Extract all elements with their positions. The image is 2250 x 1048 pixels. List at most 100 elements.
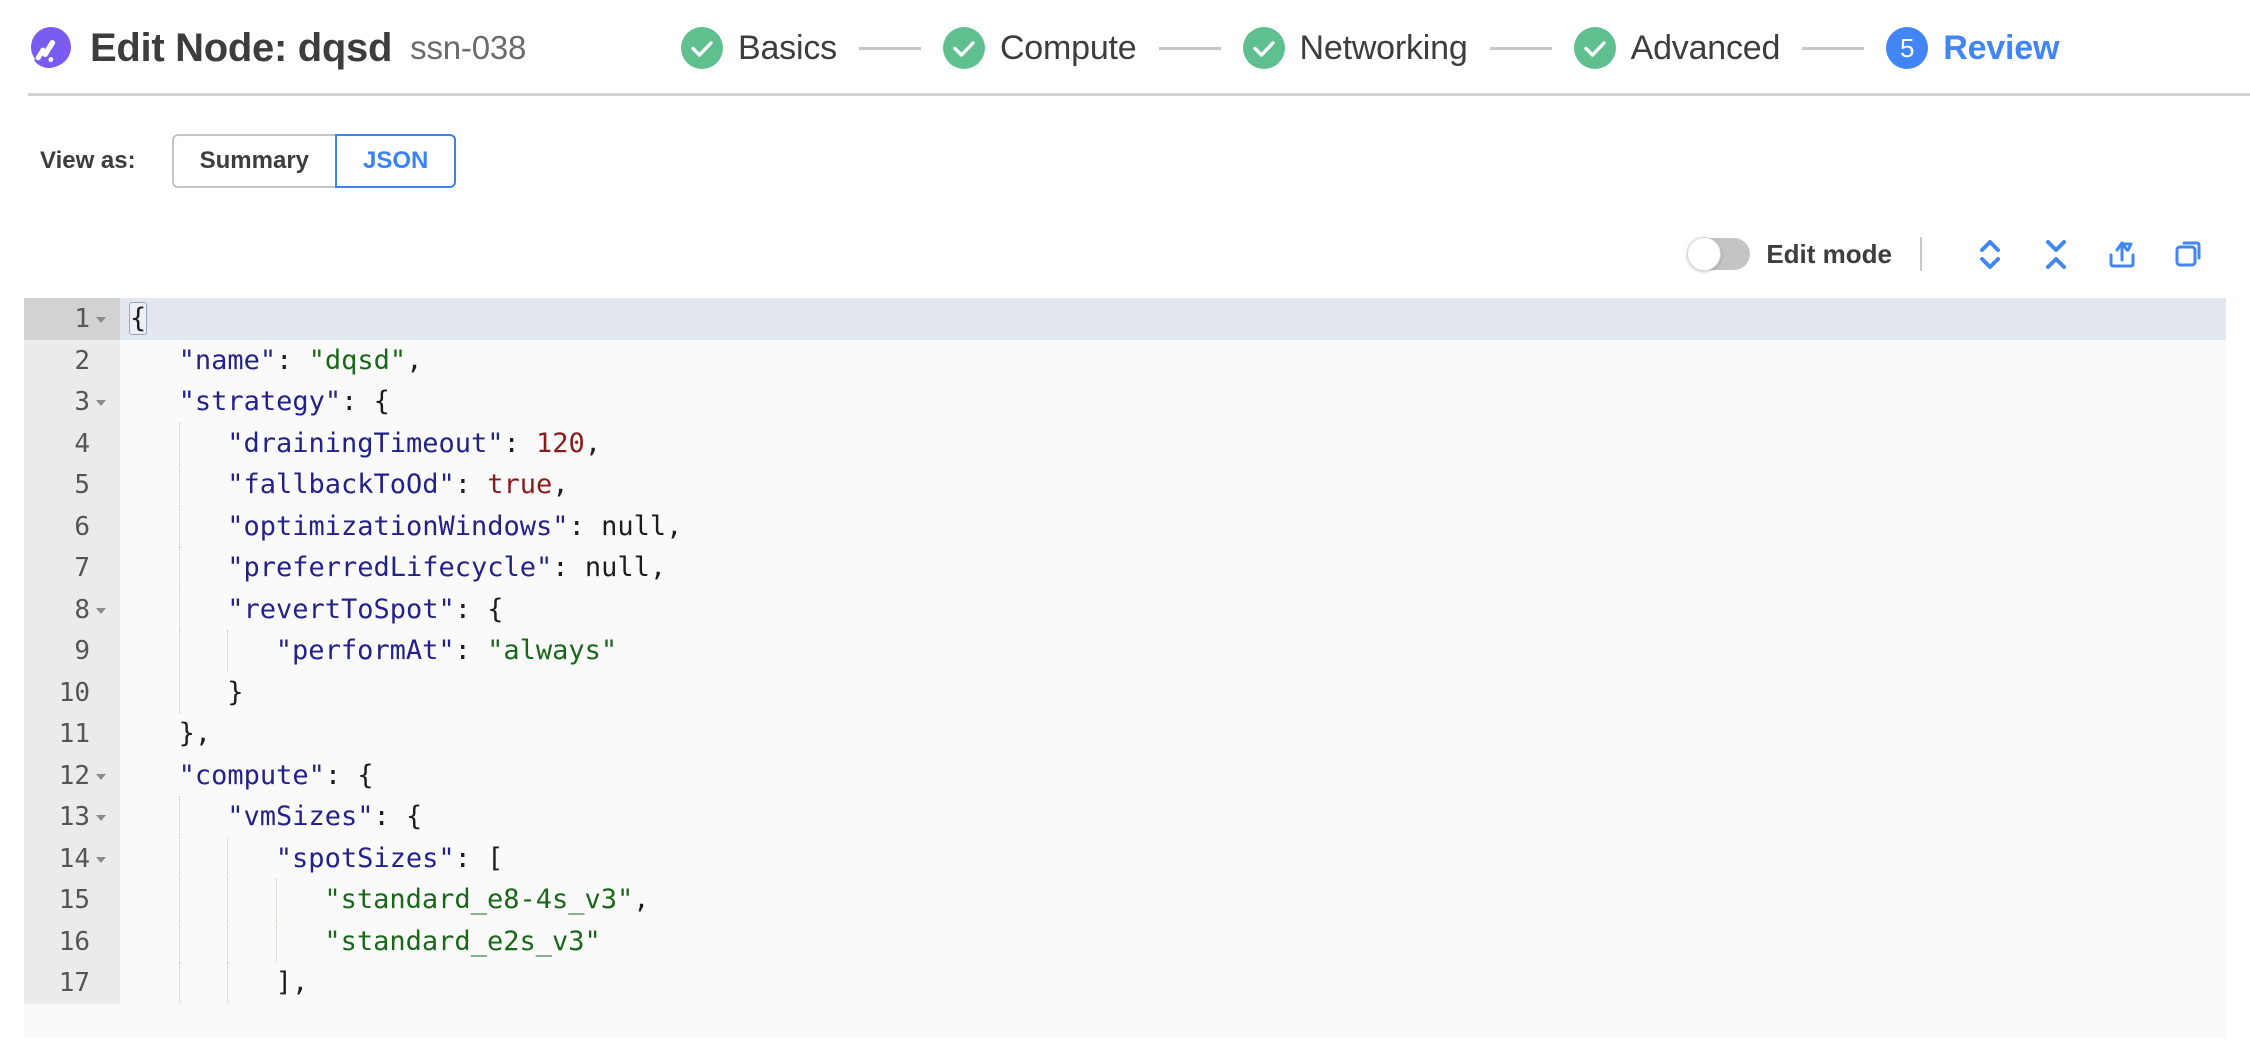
code-content[interactable]: "name": "dqsd", <box>120 340 2226 382</box>
code-line[interactable]: 3 "strategy": { <box>24 381 2226 423</box>
line-number: 3 <box>74 387 90 418</box>
code-line[interactable]: 6 "optimizationWindows": null, <box>24 505 2226 548</box>
code-line[interactable]: 7 "preferredLifecycle": null, <box>24 547 2226 589</box>
toolbar-divider <box>1920 237 1922 272</box>
code-line[interactable]: 12 "compute": { <box>24 754 2226 797</box>
step-review[interactable]: 5 Review <box>1886 27 2059 69</box>
fold-toggle-icon[interactable] <box>90 603 112 617</box>
code-content[interactable]: }, <box>120 713 2226 755</box>
code-line[interactable]: 10} <box>24 671 2226 714</box>
step-compute[interactable]: Compute <box>942 27 1137 69</box>
code-line[interactable]: 1{ <box>24 298 2226 340</box>
header-divider <box>28 93 2250 96</box>
code-content[interactable]: "preferredLifecycle": null, <box>120 547 2226 589</box>
code-content[interactable]: "vmSizes": { <box>120 796 2226 838</box>
expand-all-icon[interactable] <box>1966 232 2014 276</box>
code-content[interactable]: "standard_e8-4s_v3", <box>120 879 2226 921</box>
line-number: 16 <box>58 926 90 957</box>
line-number: 12 <box>58 760 90 791</box>
code-text: } <box>130 672 243 714</box>
fold-toggle-icon[interactable] <box>90 852 112 866</box>
token-str: "standard_e8-4s_v3" <box>324 884 634 916</box>
code-content[interactable]: { <box>120 298 2226 340</box>
token-punc: ], <box>275 967 309 999</box>
code-content[interactable]: "strategy": { <box>120 381 2226 423</box>
step-number-badge: 5 <box>1886 27 1929 69</box>
code-line[interactable]: 13"vmSizes": { <box>24 796 2226 838</box>
line-number: 2 <box>74 345 90 376</box>
fold-toggle-icon[interactable] <box>90 395 112 409</box>
code-content[interactable]: "fallbackToOd": true, <box>120 464 2226 506</box>
fold-toggle-icon[interactable] <box>90 312 112 326</box>
spot-logo-icon <box>26 25 72 71</box>
code-content[interactable]: } <box>120 671 2226 714</box>
code-content[interactable]: "spotSizes": [ <box>120 837 2226 880</box>
code-content[interactable]: "revertToSpot": { <box>120 588 2226 631</box>
code-line[interactable]: 14"spotSizes": [ <box>24 837 2226 880</box>
code-line[interactable]: 15 "standard_e8-4s_v3", <box>24 879 2226 921</box>
code-line[interactable]: 16 "standard_e2s_v3" <box>24 920 2226 963</box>
token-punc: : { <box>324 759 374 791</box>
code-line[interactable]: 11}, <box>24 713 2226 755</box>
line-gutter: 12 <box>24 754 120 797</box>
token-punc: : <box>454 469 488 501</box>
code-content[interactable]: "standard_e2s_v3" <box>120 920 2226 963</box>
view-as-option-json[interactable]: JSON <box>335 134 457 189</box>
code-line[interactable]: 8"revertToSpot": { <box>24 588 2226 631</box>
code-line[interactable]: 17], <box>24 962 2226 1004</box>
token-key: "fallbackToOd" <box>227 469 455 501</box>
line-number: 11 <box>58 719 90 750</box>
token-punc: , <box>406 344 423 376</box>
step-connector <box>858 46 921 50</box>
json-editor[interactable]: 1{2"name": "dqsd",3"strategy": {4"draini… <box>24 298 2226 1039</box>
code-line[interactable]: 5"fallbackToOd": true, <box>24 464 2226 506</box>
fold-toggle-icon[interactable] <box>90 769 112 783</box>
copy-icon[interactable] <box>2164 232 2212 276</box>
line-number: 7 <box>74 553 90 584</box>
code-line[interactable]: 2 "name": "dqsd", <box>24 339 2226 382</box>
edit-mode-toggle[interactable] <box>1687 237 1751 272</box>
line-gutter: 7 <box>24 547 120 589</box>
step-advanced[interactable]: Advanced <box>1573 27 1780 69</box>
token-punc: , <box>584 427 602 459</box>
page-header: Edit Node: dqsd ssn-038 Basics Compute Net… <box>0 0 2250 96</box>
step-number: 5 <box>1899 33 1915 63</box>
code-content[interactable]: "compute": { <box>120 755 2226 797</box>
code-content[interactable]: "optimizationWindows": null, <box>120 505 2226 548</box>
check-icon <box>942 27 985 69</box>
step-connector <box>1158 46 1221 50</box>
collapse-all-icon[interactable] <box>2032 232 2080 276</box>
code-line[interactable]: 4"drainingTimeout": 120, <box>24 422 2226 465</box>
check-icon <box>681 27 723 69</box>
line-gutter: 13 <box>24 796 120 838</box>
line-number: 6 <box>74 511 90 542</box>
fold-toggle-icon[interactable] <box>90 810 112 824</box>
line-gutter: 1 <box>24 298 120 340</box>
code-content[interactable]: "drainingTimeout": 120, <box>120 422 2226 465</box>
view-as-row: View as: Summary JSON <box>0 96 2250 189</box>
token-str: "dqsd" <box>308 344 407 376</box>
code-line[interactable]: 9"performAt": "always" <box>24 630 2226 672</box>
line-number: 15 <box>58 885 90 916</box>
export-icon[interactable] <box>2098 232 2146 276</box>
token-str: "standard_e2s_v3" <box>324 925 601 957</box>
view-as-option-summary[interactable]: Summary <box>171 134 338 189</box>
code-text: "name": "dqsd", <box>130 340 423 382</box>
token-punc: : <box>568 510 602 542</box>
step-networking[interactable]: Networking <box>1242 27 1468 69</box>
token-punc: : <box>454 635 488 667</box>
token-punc: } <box>227 676 244 708</box>
view-as-segmented-control[interactable]: Summary JSON <box>171 134 457 189</box>
step-label: Review <box>1943 28 2060 67</box>
title-block: Edit Node: dqsd ssn-038 <box>26 25 681 71</box>
token-punc: }, <box>178 718 212 750</box>
step-basics[interactable]: Basics <box>681 27 837 69</box>
token-str: "always" <box>487 635 618 667</box>
code-text: "strategy": { <box>130 381 390 423</box>
line-gutter: 6 <box>24 505 120 548</box>
line-gutter: 10 <box>24 671 120 714</box>
code-content[interactable]: "performAt": "always" <box>120 630 2226 672</box>
token-punc: : { <box>341 386 390 418</box>
code-text: }, <box>130 713 212 755</box>
code-content[interactable]: ], <box>120 962 2226 1004</box>
